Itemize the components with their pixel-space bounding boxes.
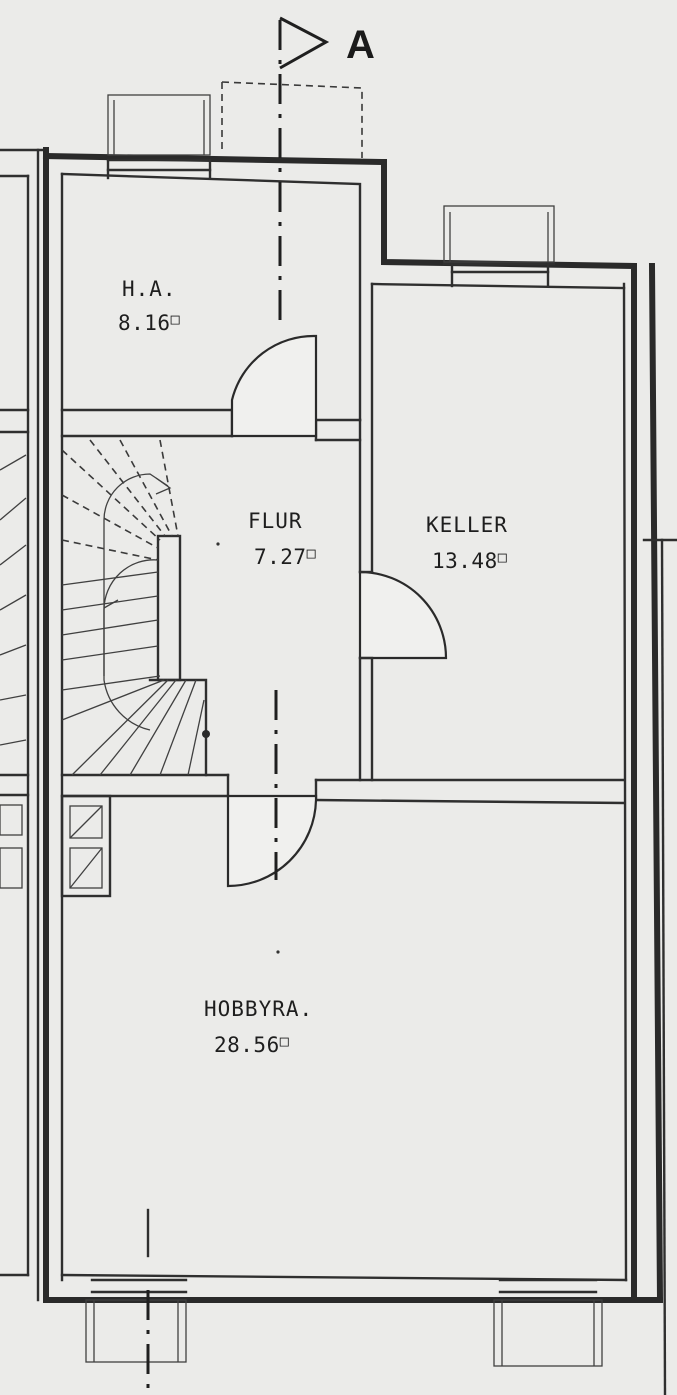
- room-label-ha: H.A.: [122, 277, 177, 301]
- party-wall: [36, 147, 49, 1303]
- staircase: [61, 439, 210, 777]
- section-flag-icon: [279, 16, 330, 70]
- room-label-hobbyraum: HOBBYRA.: [204, 997, 313, 1021]
- room-label-keller: KELLER: [426, 513, 508, 537]
- chimney: [60, 794, 112, 898]
- doors: [226, 334, 448, 888]
- room-area-ha: 8.16□: [118, 310, 180, 335]
- interior-walls: [60, 282, 626, 805]
- room-area-keller: 13.48□: [432, 548, 507, 573]
- door-ha: [230, 334, 318, 438]
- room-label-flur: FLUR: [248, 509, 303, 533]
- room-area-flur: 7.27□: [254, 544, 316, 569]
- room-area-hobbyraum: 28.56□: [214, 1032, 289, 1057]
- door-hobbyraum: [226, 794, 318, 888]
- section-line: A: [146, 16, 375, 1395]
- section-marker-label: A: [346, 23, 375, 67]
- neighbor-house-left: [0, 148, 44, 1277]
- door-keller: [358, 570, 448, 660]
- windows: [85, 94, 603, 1367]
- room-labels: H.A. 8.16□ FLUR 7.27□ KELLER 13.48□ HOBB…: [118, 277, 508, 1057]
- handrail-post: [202, 730, 210, 738]
